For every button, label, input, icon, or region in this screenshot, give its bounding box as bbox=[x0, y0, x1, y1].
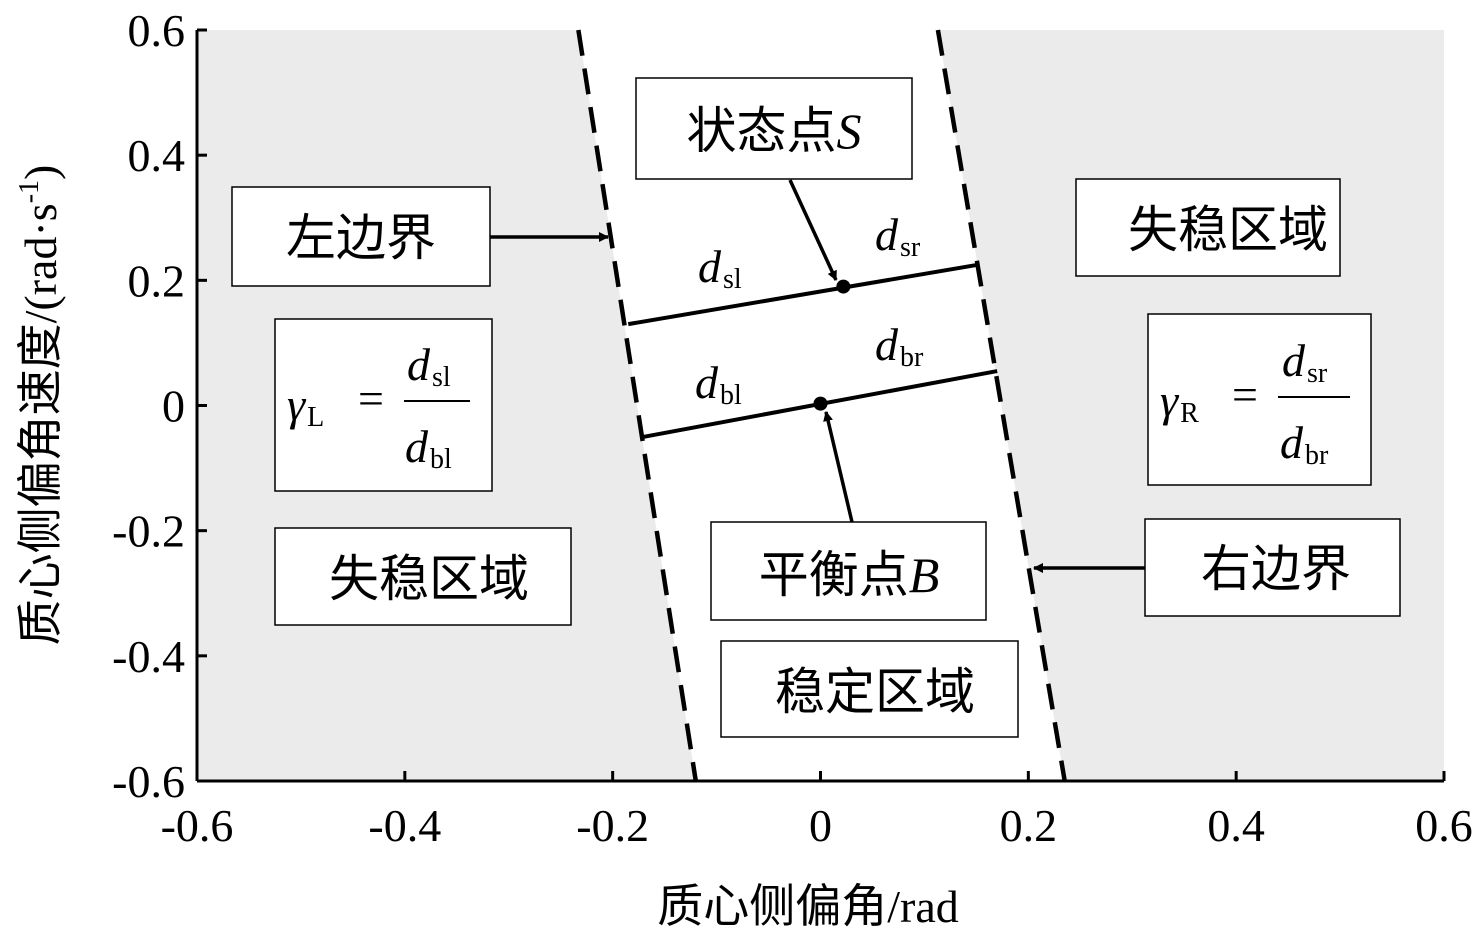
gamma-L-equals: = bbox=[358, 373, 384, 424]
gamma-R-equals: = bbox=[1232, 369, 1258, 420]
balance-point-label-box: 平衡点B bbox=[710, 521, 987, 621]
left-boundary-line bbox=[576, 29, 699, 782]
y-axis-title: 质心侧偏角速度/(rad·s-1) bbox=[14, 165, 66, 646]
x-axis-title: 质心侧偏角/rad bbox=[657, 881, 959, 932]
y-tick-label: 0.4 bbox=[128, 130, 186, 181]
gamma-L-symbol: γL bbox=[287, 379, 324, 433]
unstable-region-left-label: 失稳区域 bbox=[329, 551, 529, 607]
y-tick-label: 0 bbox=[162, 381, 185, 432]
gamma-R-symbol: γR bbox=[1160, 375, 1199, 429]
x-ticks: -0.6 -0.4 -0.2 0 0.2 0.4 0.6 bbox=[161, 771, 1473, 851]
y-ticks: -0.6 -0.4 -0.2 0 0.2 0.4 0.6 bbox=[112, 5, 207, 807]
state-distance-segment bbox=[627, 262, 979, 327]
y-tick-label: -0.2 bbox=[112, 506, 185, 557]
gamma-R-denominator: dbr bbox=[1280, 417, 1329, 471]
gamma-R-numerator: dsr bbox=[1282, 335, 1328, 389]
x-tick-label: -0.6 bbox=[161, 800, 234, 851]
balance-point-marker bbox=[813, 396, 828, 411]
left-boundary-label-box: 左边界 bbox=[231, 186, 491, 287]
left-boundary-label: 左边界 bbox=[286, 210, 436, 266]
gamma-L-formula-box: γL = dsl dbl bbox=[274, 318, 493, 492]
x-tick-label: 0 bbox=[809, 800, 832, 851]
gamma-L-denominator: dbl bbox=[405, 421, 452, 475]
gamma-R-formula-box: γR = dsr dbr bbox=[1147, 313, 1372, 486]
state-point-label-box: 状态点S bbox=[635, 77, 913, 180]
balance-point-arrow bbox=[823, 411, 854, 523]
state-point-arrow bbox=[788, 179, 838, 281]
state-point-marker bbox=[836, 279, 851, 294]
d-bl-label: dbl bbox=[695, 357, 742, 411]
x-tick-label: 0.4 bbox=[1207, 800, 1265, 851]
stable-region-box: 稳定区域 bbox=[720, 640, 1019, 738]
d-sl-label: dsl bbox=[698, 241, 742, 295]
y-tick-label: 0.6 bbox=[128, 5, 186, 56]
y-tick-label: -0.6 bbox=[112, 756, 185, 807]
d-br-label: dbr bbox=[875, 319, 924, 373]
state-point-label: 状态点S bbox=[687, 103, 862, 159]
gamma-L-numerator: dsl bbox=[407, 339, 451, 393]
right-boundary-line bbox=[935, 29, 1067, 782]
balance-point-label: 平衡点B bbox=[759, 547, 940, 603]
unstable-region-right-box: 失稳区域 bbox=[1075, 178, 1341, 277]
y-tick-label: 0.2 bbox=[128, 255, 186, 306]
x-tick-label: 0.2 bbox=[1000, 800, 1058, 851]
unstable-region-right-label: 失稳区域 bbox=[1128, 202, 1328, 258]
right-boundary-label-box: 右边界 bbox=[1144, 518, 1401, 617]
x-tick-label: 0.6 bbox=[1415, 800, 1473, 851]
y-tick-label: -0.4 bbox=[112, 631, 185, 682]
right-boundary-label: 右边界 bbox=[1201, 541, 1351, 597]
d-sr-label: dsr bbox=[875, 209, 921, 263]
stable-region-label: 稳定区域 bbox=[775, 664, 975, 720]
unstable-region-left-box: 失稳区域 bbox=[274, 527, 572, 626]
x-tick-label: -0.2 bbox=[576, 800, 649, 851]
x-tick-label: -0.4 bbox=[368, 800, 441, 851]
